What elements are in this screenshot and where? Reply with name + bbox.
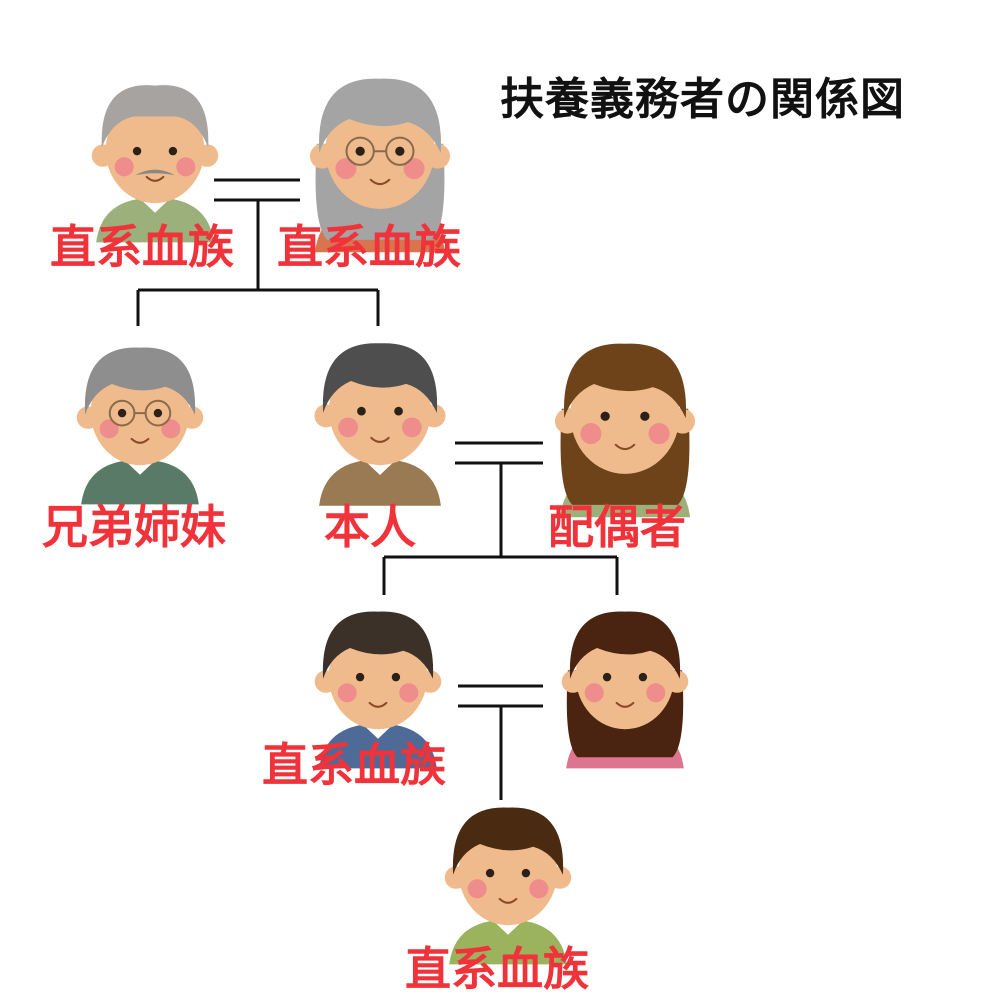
cheek — [176, 157, 196, 177]
hair — [569, 611, 681, 679]
label-spouse: 配偶者 — [548, 500, 686, 554]
label-grandchild: 直系血族 — [405, 942, 589, 996]
shirt — [319, 723, 437, 769]
hair — [322, 343, 438, 413]
hair — [318, 78, 442, 154]
mustache — [135, 169, 175, 176]
cheek — [646, 683, 666, 703]
eye — [395, 146, 405, 156]
shirt — [96, 197, 214, 243]
hair — [101, 85, 209, 148]
eye — [132, 146, 142, 156]
hair — [84, 347, 196, 415]
mouth — [614, 443, 636, 451]
shirt — [81, 459, 199, 505]
person-self — [314, 343, 446, 506]
shirt — [449, 919, 567, 965]
label-grandmother: 直系血族 — [277, 220, 461, 274]
connector-lines — [136, 178, 619, 800]
person-sibling — [76, 347, 204, 505]
eye — [602, 672, 612, 682]
person-daughter-in-law — [561, 611, 689, 769]
cheek — [529, 879, 549, 899]
cheek — [114, 157, 134, 177]
cheek — [467, 879, 487, 899]
eye — [355, 672, 365, 682]
mouth — [368, 701, 388, 708]
label-grandfather: 直系血族 — [50, 220, 234, 274]
shirt — [319, 459, 441, 506]
person-grandchild — [444, 807, 572, 965]
hair — [452, 807, 564, 875]
cheek — [99, 419, 119, 439]
eye — [355, 146, 365, 156]
label-son: 直系血族 — [262, 738, 446, 792]
eye — [391, 672, 401, 682]
mouth — [498, 897, 518, 904]
mouth — [130, 437, 150, 444]
label-self: 本人 — [324, 500, 416, 554]
cheek — [584, 683, 604, 703]
hair — [322, 611, 434, 679]
mouth — [615, 701, 635, 708]
label-sibling: 兄弟姉妹 — [42, 500, 226, 554]
eye — [640, 411, 650, 421]
person-figures — [76, 78, 696, 965]
eye — [521, 868, 531, 878]
person-spouse — [554, 343, 696, 518]
diagram-title: 扶養義務者の関係図 — [500, 74, 905, 125]
eye — [394, 406, 403, 416]
eye — [117, 408, 127, 418]
cheek — [403, 158, 425, 180]
mouth — [369, 178, 391, 186]
eye — [168, 146, 178, 156]
eye — [357, 406, 366, 416]
cheek — [402, 417, 422, 438]
mouth — [370, 436, 390, 443]
cheek — [337, 683, 357, 703]
mouth — [145, 175, 165, 182]
eye — [153, 408, 163, 418]
cheek — [580, 423, 602, 445]
person-grandmother — [309, 78, 451, 253]
cheek — [648, 423, 670, 445]
cheek — [335, 158, 357, 180]
face — [105, 96, 205, 204]
person-son — [314, 611, 442, 769]
cheek — [161, 419, 181, 439]
person-grandfather — [91, 85, 219, 243]
hair — [563, 343, 687, 419]
cheek — [338, 417, 358, 438]
eye — [638, 672, 648, 682]
eye — [600, 411, 610, 421]
cheek — [399, 683, 419, 703]
eye — [485, 868, 495, 878]
